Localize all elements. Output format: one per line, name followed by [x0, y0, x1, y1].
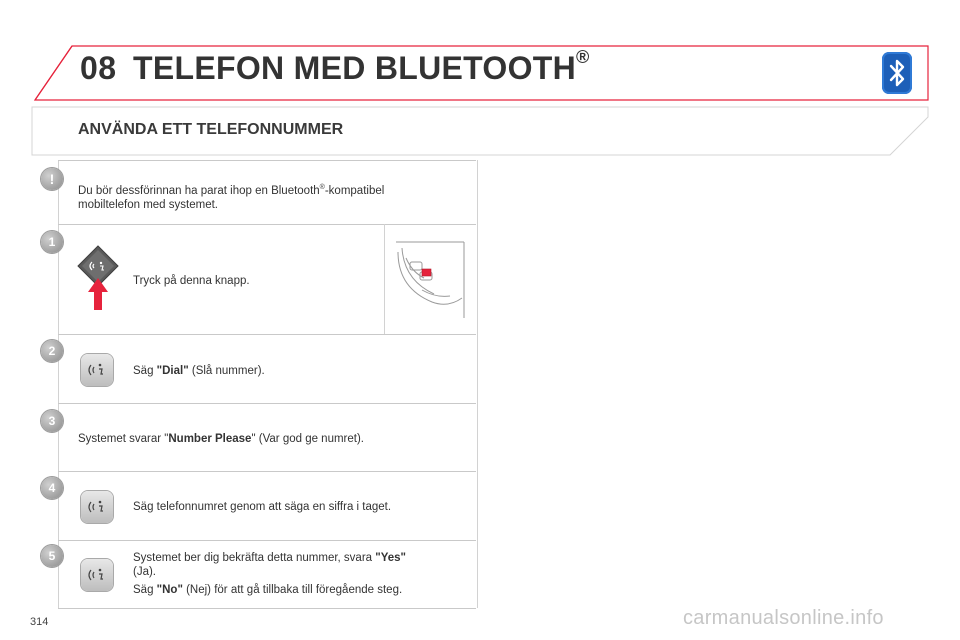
- warning-reg: ®: [319, 184, 325, 191]
- step-number-3: 3: [41, 410, 63, 432]
- step-3-bold: Number Please: [168, 433, 252, 445]
- step-5-line2: (Ja).: [133, 566, 156, 578]
- voice-command-icon: [81, 491, 113, 523]
- step-2-bold: "Dial": [156, 365, 189, 377]
- header-band: [31, 45, 929, 156]
- step-3-post: " (Var god ge numret).: [251, 433, 364, 445]
- warning-row: [58, 160, 476, 161]
- step-row-5: [58, 540, 476, 609]
- illustration-divider: [384, 224, 385, 334]
- section-title: ANVÄNDA ETT TELEFONNUMMER: [78, 121, 344, 138]
- step-1-text: Tryck på denna knapp.: [133, 275, 250, 287]
- steering-button-icon: [77, 245, 119, 310]
- step-2-text: Säg "Dial" (Slå nummer).: [133, 364, 265, 378]
- step-row-4: [58, 471, 476, 472]
- watermark: carmanualsonline.info: [683, 607, 884, 629]
- bluetooth-icon: [882, 52, 912, 94]
- step-5-line3-post: (Nej) för att gå tillbaka till föregåend…: [182, 584, 403, 596]
- step-number-5: 5: [41, 545, 63, 567]
- page-number: 314: [30, 616, 49, 628]
- chapter-title: TELEFON MED BLUETOOTH®: [133, 47, 590, 87]
- warning-text: Du bör dessförinnan ha parat ihop en Blu…: [78, 181, 384, 212]
- step-4-text: Säg telefonnumret genom att säga en siff…: [133, 501, 392, 513]
- step-3-text: Systemet svarar "Number Please" (Var god…: [78, 432, 364, 446]
- step-2-pre: Säg: [133, 365, 157, 377]
- step-number-4: 4: [41, 477, 63, 499]
- chapter-number: 08: [80, 50, 117, 86]
- voice-command-icon: [81, 559, 113, 591]
- step-5-line3: Säg "No" (Nej) för att gå tillbaka till …: [133, 583, 402, 597]
- step-row-2: [58, 334, 476, 335]
- step-5-line1-bold: "Yes": [375, 552, 406, 564]
- exclamation-icon: !: [41, 168, 63, 190]
- step-number-2: 2: [41, 340, 63, 362]
- warning-line2: mobiltelefon med systemet.: [78, 198, 218, 211]
- step-5-line3-bold: "No": [156, 584, 183, 596]
- step-2-post: (Slå nummer).: [188, 365, 265, 377]
- warning-line1-post: -kompatibel: [324, 184, 385, 197]
- steering-wheel-illustration: [396, 241, 465, 318]
- step-5-line1-pre: Systemet ber dig bekräfta detta nummer, …: [133, 552, 376, 564]
- step-number-1: 1: [41, 231, 63, 253]
- chapter-title-text: TELEFON MED BLUETOOTH: [133, 50, 577, 86]
- trademark-symbol: ®: [576, 47, 590, 68]
- step-row-3: [58, 403, 476, 404]
- step-5-line3-pre: Säg: [133, 584, 157, 596]
- step-3-pre: Systemet svarar ": [78, 433, 169, 445]
- step-row-1: [58, 224, 476, 225]
- warning-line1-pre: Du bör dessförinnan ha parat ihop en Blu…: [78, 184, 320, 197]
- voice-command-icon: [81, 354, 113, 386]
- step-5-text: Systemet ber dig bekräfta detta nummer, …: [133, 551, 463, 597]
- steps-frame: [58, 160, 478, 608]
